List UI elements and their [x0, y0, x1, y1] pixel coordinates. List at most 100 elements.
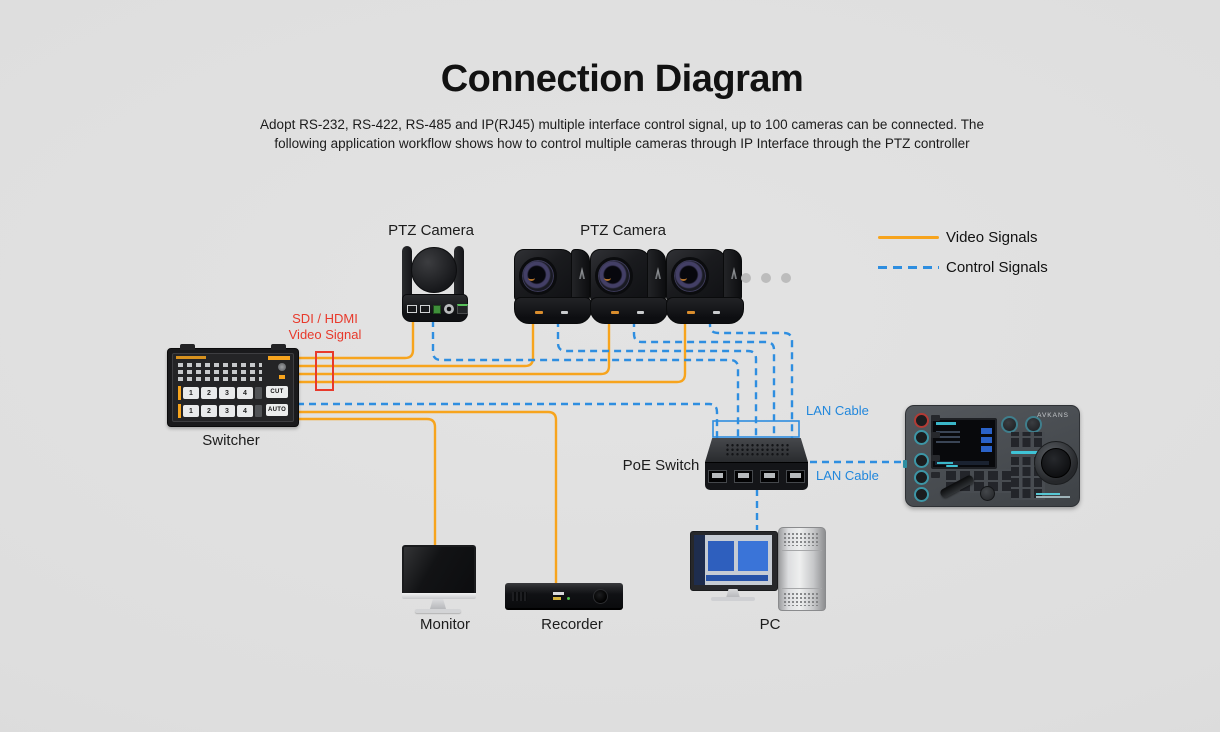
screen-window: [738, 541, 768, 571]
page-subtitle: Adopt RS-232, RS-422, RS-485 and IP(RJ45…: [24, 115, 1220, 153]
ptz-controller-device: AVKANS: [903, 405, 1080, 507]
legend-control-label: Control Signals: [946, 259, 1048, 276]
screen-menu-cell: [981, 446, 992, 452]
screen-text-line: [936, 441, 960, 443]
subtitle-line-1: Adopt RS-232, RS-422, RS-485 and IP(RJ45…: [260, 117, 984, 132]
camera-logo-icon: [731, 267, 737, 279]
sdi-highlight-rect: [315, 351, 334, 391]
rs232-port: [407, 305, 417, 313]
rj45-port: [457, 304, 468, 314]
switcher-top-tab: [271, 344, 286, 350]
recorder-device: [505, 583, 623, 610]
legend-control-signals: Control Signals: [878, 259, 1048, 276]
sdi-hdmi-annotation: SDI / HDMI Video Signal: [289, 311, 362, 343]
switcher-model-text: [176, 356, 206, 359]
ethernet-port: [760, 470, 779, 483]
lens-glint: [528, 275, 535, 281]
ethernet-port: [734, 470, 753, 483]
sdi-annotation-line-2: Video Signal: [288, 327, 362, 342]
lan-highlight-rect: [712, 420, 800, 438]
switcher-button-row: [178, 377, 262, 381]
wire-camera1-to-poe: [431, 320, 740, 449]
camera-base: [666, 297, 744, 324]
recorder-knob: [593, 589, 608, 604]
screen-window: [708, 541, 734, 571]
status-led: [713, 311, 720, 314]
phoenix-connector: [433, 304, 441, 314]
side-key: [931, 472, 940, 478]
pc-monitor-screen: [694, 535, 772, 585]
input-button: 3: [219, 405, 235, 417]
ethernet-port: [786, 470, 805, 483]
rs422-port: [420, 305, 430, 313]
control-signal-line-icon: [878, 265, 939, 270]
subtitle-line-2: following application workflow shows how…: [274, 136, 970, 151]
pc-monitor: [690, 531, 778, 603]
switcher-top-tab: [180, 344, 195, 350]
monitor-stand: [430, 599, 446, 609]
wire-camera2-to-switcher: [297, 320, 535, 368]
ethernet-port: [708, 470, 727, 483]
switcher-button-row: [178, 363, 262, 367]
switcher-button-row: [178, 370, 262, 374]
controller-knob: [1001, 416, 1018, 433]
power-connector: [444, 304, 454, 314]
ellipsis-dot: [761, 273, 771, 283]
camera-yoke-arm: [402, 246, 412, 300]
wire-switcher-to-monitor: [297, 417, 437, 545]
lan-cable-label-right: LAN Cable: [816, 468, 879, 483]
screen-taskbar: [706, 575, 768, 581]
ir-window: [535, 311, 543, 314]
aux-button: [255, 405, 262, 417]
wire-camera1-to-switcher: [297, 320, 415, 360]
camera-rear-ports: [407, 304, 468, 314]
poe-switch-device: [705, 438, 808, 490]
function-button: [914, 453, 929, 468]
input-button: 4: [237, 405, 253, 417]
page-title: Connection Diagram: [440, 58, 804, 100]
cut-button: CUT: [266, 386, 288, 398]
wire-camera3-to-switcher: [297, 320, 611, 376]
function-button: [914, 487, 929, 502]
controller-brand: AVKANS: [1037, 412, 1069, 419]
controller-lan-connector: [903, 460, 907, 468]
monitor-device: [402, 545, 476, 615]
camera-logo-icon: [655, 267, 661, 279]
status-led: [637, 311, 644, 314]
controller-knob: [1025, 416, 1042, 433]
ellipsis-dot: [781, 273, 791, 283]
recorder-vent: [512, 592, 527, 601]
status-led: [561, 311, 568, 314]
ptz-camera-front-3: [666, 249, 744, 324]
poe-front-face: [705, 462, 808, 490]
wire-switcher-to-recorder: [297, 410, 558, 583]
recorder-display: [553, 592, 564, 595]
controller-rotary-knob: [980, 486, 995, 501]
recorder-led: [567, 597, 570, 600]
screen-title-bar: [936, 422, 956, 425]
screen-status-bar: [935, 461, 989, 465]
input-button: 2: [201, 405, 217, 417]
lens-glint: [680, 275, 687, 281]
controller-screen: [931, 418, 997, 469]
ptz-camera-rear: [395, 240, 473, 322]
aux-button: [255, 387, 262, 399]
tower-grill: [783, 532, 819, 546]
switcher-knob: [278, 363, 286, 371]
screen-menu-cell: [981, 428, 992, 434]
switcher-input-row-1: 1 2 3 4: [178, 386, 262, 400]
side-key: [931, 415, 940, 421]
wire-camera2-to-poe: [556, 320, 758, 449]
tower-seam: [782, 550, 822, 551]
keypad-accent: [946, 465, 958, 467]
screen-text-line: [936, 436, 960, 438]
switcher-brand-logo: [268, 356, 290, 360]
switcher-panel: 1 2 3 4 1 2 3 4 CUT AUTO: [172, 353, 294, 422]
keypad-accent: [1011, 451, 1045, 454]
control-signal-wires: [297, 320, 903, 530]
pc-monitor-stand: [726, 589, 740, 598]
wire-camera4-to-switcher: [297, 320, 687, 384]
ptz-camera-front-2: [590, 249, 668, 324]
